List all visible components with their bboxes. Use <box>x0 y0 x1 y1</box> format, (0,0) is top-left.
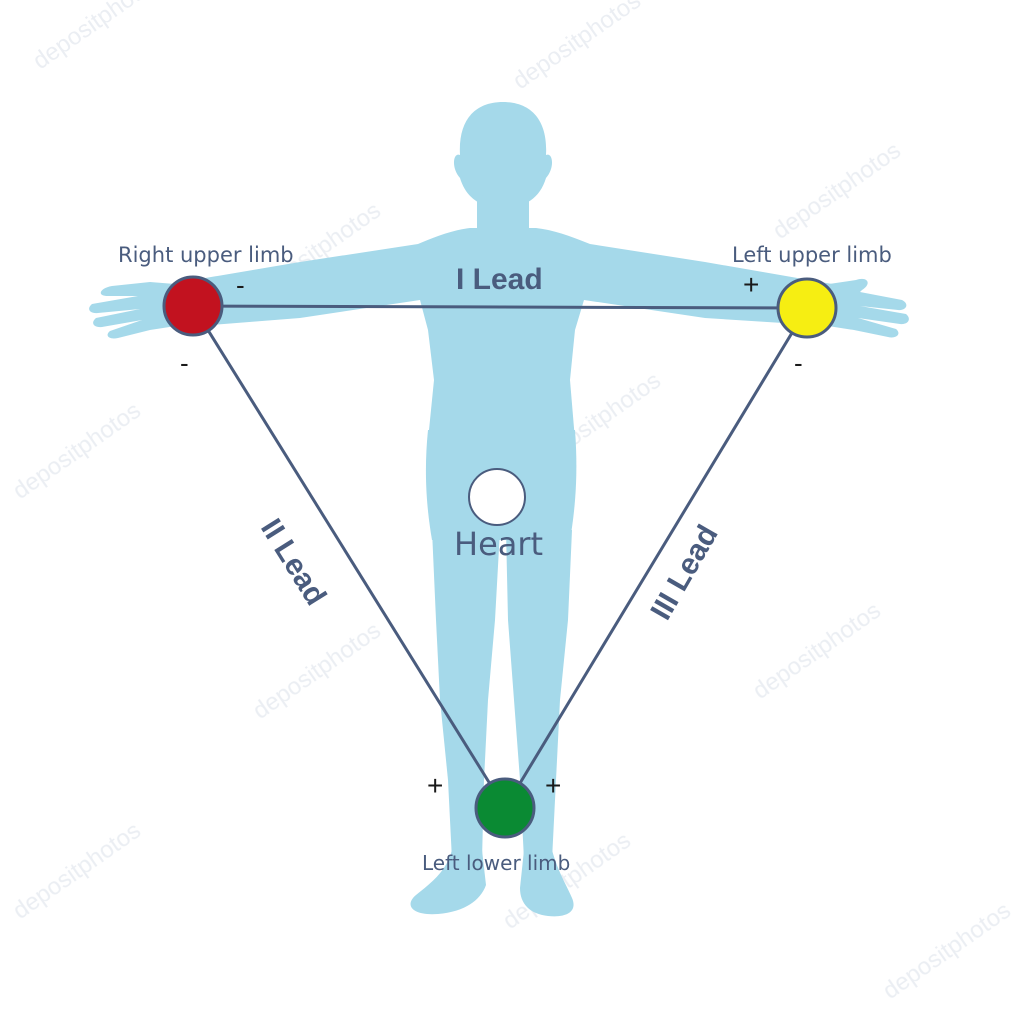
torso-arms-shape <box>170 228 832 440</box>
right-arm-lead2-sign: - <box>180 348 189 378</box>
lead-3-line <box>503 307 809 809</box>
lead-2-label: II Lead <box>254 513 332 611</box>
watermark-text: depositphotos <box>748 597 886 705</box>
left-lower-limb-electrode <box>474 777 536 839</box>
watermark-text: depositphotos <box>28 0 166 75</box>
right-leg-shape <box>432 530 500 860</box>
left-leg-lead2-sign: + <box>427 770 443 801</box>
left-hand-shape <box>828 278 909 338</box>
watermark-text: depositphotos <box>498 827 636 935</box>
left-leg-lead3-sign: + <box>545 770 561 801</box>
left-upper-limb-electrode <box>776 277 838 339</box>
right-upper-limb-label: Right upper limb <box>118 243 294 267</box>
lead-2-line <box>191 305 507 809</box>
right-hand-shape <box>89 282 176 339</box>
watermark-text: depositphotos <box>508 0 646 95</box>
watermark-text: depositphotos <box>878 897 1016 1005</box>
lead-1-line <box>192 304 808 310</box>
lead-1-label: I Lead <box>456 263 543 296</box>
left-upper-limb-label: Left upper limb <box>732 243 892 267</box>
lead-3-label: III Lead <box>644 519 724 625</box>
left-foot-shape <box>520 850 574 917</box>
heart-label: Heart <box>454 525 543 563</box>
right-foot-shape <box>410 850 486 915</box>
watermark-text: depositphotos <box>8 397 146 505</box>
watermark-text: depositphotos <box>768 137 906 245</box>
watermark-text: depositphotos <box>248 617 386 725</box>
right-arm-lead1-sign: - <box>236 270 245 300</box>
left-arm-lead3-sign: - <box>794 348 803 378</box>
watermark-text: depositphotos <box>8 817 146 925</box>
heart-marker <box>468 468 526 526</box>
human-body-silhouette <box>89 102 909 917</box>
head-shape <box>453 102 553 208</box>
right-upper-limb-electrode <box>162 275 224 337</box>
lead-lines <box>191 304 809 809</box>
left-arm-lead1-sign: + <box>743 269 759 300</box>
left-lower-limb-label: Left lower limb <box>422 851 570 875</box>
